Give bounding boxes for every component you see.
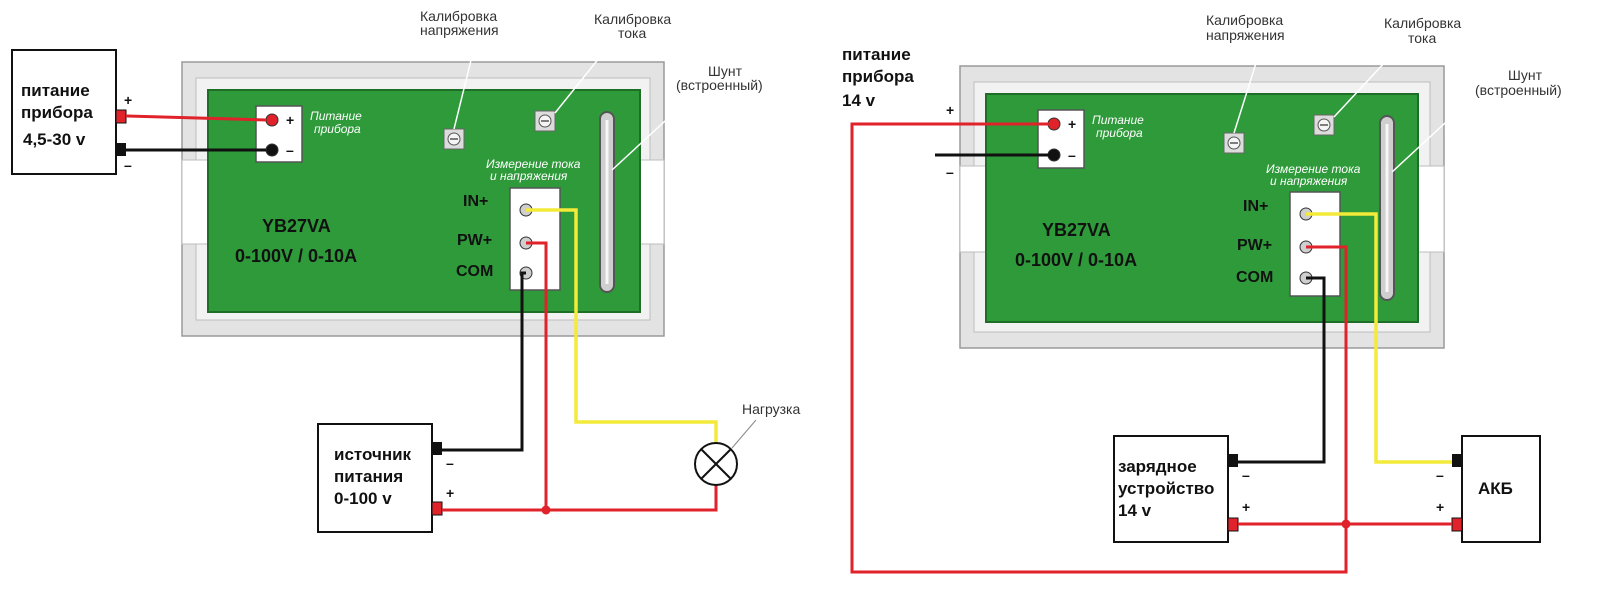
left-power-box-line2: прибора <box>21 103 93 122</box>
right-shunt-2: (встроенный) <box>1475 82 1562 98</box>
left-shunt-2: (встроенный) <box>676 77 763 93</box>
right-pin-in: IN+ <box>1243 198 1268 215</box>
left-source-minus: – <box>446 455 454 471</box>
right-model: YB27VA <box>1042 220 1111 240</box>
right-wire-pw <box>1238 245 1348 526</box>
right-meas-label-1: Измерение тока <box>1266 162 1361 176</box>
right-power-plus: + <box>946 102 954 118</box>
right-meas-label-2: и напряжения <box>1270 174 1348 188</box>
right-cal-current-1: Калибровка <box>1384 15 1461 31</box>
left-pin-in: IN+ <box>463 193 488 210</box>
left-meas-terminal <box>509 187 561 291</box>
left-cal-current-2: тока <box>618 25 646 41</box>
left-pcb-power-label-1: Питание <box>310 109 362 123</box>
right-battery-plus: + <box>1436 499 1444 515</box>
right-power-label-1: питание <box>842 45 911 64</box>
right-cal-voltage-1: Калибровка <box>1206 12 1283 28</box>
left-terminal-plus: + <box>286 112 294 128</box>
right-power-label-3: 14 v <box>842 91 876 110</box>
left-cal-voltage-1: Калибровка <box>420 8 497 24</box>
left-range: 0-100V / 0-10A <box>235 246 357 266</box>
right-pin-com: COM <box>1236 269 1273 286</box>
left-meas-label-2: и напряжения <box>490 169 568 183</box>
right-charger-line2: устройство <box>1118 479 1214 498</box>
left-box-plus: + <box>124 92 132 108</box>
left-source-line3: 0-100 v <box>334 489 392 508</box>
right-battery-label: АКБ <box>1478 479 1513 498</box>
left-shunt-1: Шунт <box>708 63 743 79</box>
left-source-line2: питания <box>334 467 403 486</box>
right-current-pot-icon <box>1313 114 1335 136</box>
right-shunt-1: Шунт <box>1508 67 1543 83</box>
left-wire-pw <box>442 241 548 512</box>
right-charger-plus: + <box>1242 499 1250 515</box>
left-wire-load-return <box>546 482 718 512</box>
left-source-line1: источник <box>334 445 412 464</box>
right-pcb-power-label-1: Питание <box>1092 113 1144 127</box>
right-terminal-plus: + <box>1068 116 1076 132</box>
right-charger-minus: – <box>1242 467 1250 483</box>
left-load-lamp-icon <box>694 442 738 486</box>
right-wire-power-plus <box>850 122 1348 574</box>
right-cal-voltage-2: напряжения <box>1206 27 1285 43</box>
left-voltage-pot-icon <box>443 128 465 150</box>
right-power-label-2: прибора <box>842 67 914 86</box>
left-box-minus: – <box>124 157 132 173</box>
right-battery-box <box>1461 435 1541 543</box>
left-pin-pw: PW+ <box>457 232 492 249</box>
right-range: 0-100V / 0-10A <box>1015 250 1137 270</box>
left-source-box <box>317 423 433 533</box>
left-model: YB27VA <box>262 216 331 236</box>
left-current-pot-icon <box>534 110 556 132</box>
right-power-minus: – <box>946 164 954 180</box>
left-power-box-line3: 4,5-30 v <box>23 130 86 149</box>
left-wire-in <box>526 208 718 446</box>
left-terminal-minus: – <box>286 142 294 158</box>
left-cal-current-1: Калибровка <box>594 11 671 27</box>
left-wire-com <box>442 271 526 452</box>
left-pcb-power-label-2: прибора <box>314 122 361 136</box>
right-voltage-pot-icon <box>1223 132 1245 154</box>
left-cal-voltage-2: напряжения <box>420 22 499 38</box>
right-wire-com <box>1238 276 1326 464</box>
left-power-box-line1: питание <box>21 81 90 100</box>
left-source-plus: + <box>446 485 454 501</box>
right-diagram: + – Питание прибора Измерение тока и нап… <box>842 12 1562 574</box>
right-wire-in <box>1306 212 1452 464</box>
right-terminal-minus: – <box>1068 147 1076 163</box>
right-pin-pw: PW+ <box>1237 237 1272 254</box>
right-pcb-power-label-2: прибора <box>1096 126 1143 140</box>
left-load-label: Нагрузка <box>742 401 800 417</box>
right-meas-terminal <box>1289 191 1341 297</box>
left-power-terminal <box>255 105 303 163</box>
right-power-terminal <box>1037 109 1085 169</box>
left-diagram: + – Питание прибора Измерение тока и нап… <box>11 8 800 533</box>
left-pin-com: COM <box>456 263 493 280</box>
right-charger-box <box>1113 435 1229 543</box>
right-cal-current-2: тока <box>1408 30 1436 46</box>
left-wire-power-plus <box>125 114 267 122</box>
right-charger-line3: 14 v <box>1118 501 1152 520</box>
right-battery-minus: – <box>1436 467 1444 483</box>
right-charger-line1: зарядное <box>1118 457 1197 476</box>
left-meas-label-1: Измерение тока <box>486 157 581 171</box>
left-power-box <box>11 49 117 175</box>
